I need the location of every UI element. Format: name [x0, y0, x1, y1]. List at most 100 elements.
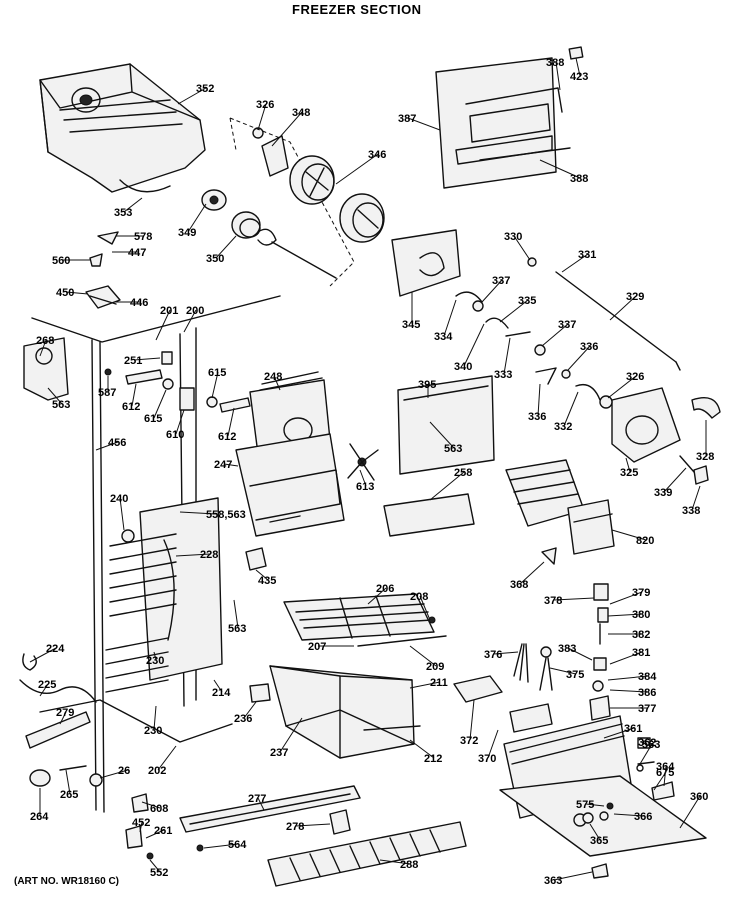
leader-line — [407, 117, 441, 131]
part-number-label: 564 — [228, 839, 247, 851]
part-number-label: 247 — [214, 459, 232, 471]
part-number-label: 240 — [110, 493, 128, 505]
leader-line — [257, 103, 267, 131]
part-number-label: 264 — [30, 811, 49, 823]
motor-bracket-detail — [419, 252, 445, 277]
leader-line — [589, 823, 601, 841]
leader-line — [227, 407, 235, 437]
part-number-label: 288 — [400, 859, 418, 871]
leader-line — [663, 467, 687, 493]
cover-panel-edge — [403, 385, 489, 401]
part-number-label: 228 — [200, 549, 218, 561]
part-number-label: 563 — [444, 443, 462, 455]
leader-line — [463, 323, 485, 367]
part-number-label: 435 — [258, 575, 276, 587]
leader-line — [513, 235, 531, 261]
part-number-label: 236 — [234, 713, 252, 725]
part-number-label: 366 — [634, 811, 652, 823]
part-number-label: 361 — [624, 723, 642, 735]
part-number-label: 368 — [510, 579, 528, 591]
part-number-label: 251 — [124, 355, 142, 367]
cover-panel-part — [397, 375, 495, 475]
part-number-label: 211 — [430, 677, 448, 689]
leader-line — [609, 591, 643, 605]
leader-line — [537, 383, 541, 417]
part-number-label: 326 — [626, 371, 644, 383]
part-number-label: 261 — [154, 825, 172, 837]
part-number-label: 375 — [566, 669, 584, 681]
part-number-label: 325 — [620, 467, 638, 479]
part-number-label: 384 — [638, 671, 657, 683]
ice-bucket-part — [39, 63, 206, 193]
leader-line — [223, 463, 239, 467]
clip-parts — [85, 231, 121, 309]
leader-line — [553, 871, 593, 881]
leader-line — [585, 803, 605, 807]
part-number-label: 820 — [636, 535, 654, 547]
part-number-label: 279 — [56, 707, 74, 719]
part-number-label: 613 — [356, 481, 374, 493]
part-number-label: 388 — [570, 173, 588, 185]
slide-rail-part — [179, 785, 361, 852]
leader-line — [409, 681, 441, 689]
leader-line — [519, 561, 545, 585]
leader-line — [153, 705, 157, 731]
part-number-label: 335 — [518, 295, 536, 307]
diagram-title: FREEZER SECTION — [292, 2, 422, 17]
leader-line — [503, 337, 511, 375]
part-number-label: 326 — [256, 99, 274, 111]
part-number-label: 563 — [642, 739, 660, 751]
bracket-363-part — [591, 863, 609, 879]
part-number-label: 372 — [460, 735, 478, 747]
part-number-label: 346 — [368, 149, 386, 161]
control-box-part — [499, 715, 707, 857]
leader-line — [563, 391, 579, 427]
part-number-label: 258 — [454, 467, 472, 479]
leader-line — [609, 689, 649, 693]
leader-line — [119, 497, 125, 531]
leader-line — [187, 203, 207, 233]
part-number-label: 615 — [208, 367, 226, 379]
part-number-label: 386 — [638, 687, 656, 699]
leader-line — [213, 679, 223, 693]
leader-line — [609, 295, 637, 321]
part-number-label: 350 — [206, 253, 224, 265]
leader-line — [409, 739, 435, 759]
part-number-label: 338 — [682, 505, 700, 517]
part-number-label: 388 — [546, 57, 564, 69]
part-number-label: 337 — [492, 275, 510, 287]
leader-line — [481, 279, 503, 303]
part-number-label: 224 — [46, 643, 65, 655]
part-number-label: 575 — [576, 799, 594, 811]
leader-line — [65, 291, 89, 295]
bracket-435-part — [245, 547, 267, 571]
part-number-label: 328 — [696, 451, 714, 463]
part-number-label: 208 — [410, 591, 428, 603]
leader-line — [39, 683, 49, 697]
dispenser-door-part — [435, 46, 584, 189]
part-number-labels: 3523263483463884233873883533493505784475… — [29, 57, 714, 887]
leader-line — [335, 153, 379, 185]
part-number-label: 352 — [196, 83, 214, 95]
part-number-label: 578 — [134, 231, 152, 243]
leader-line — [145, 829, 165, 839]
leader-line — [149, 859, 161, 873]
art-number: (ART NO. WR18160 C) — [14, 876, 119, 887]
part-number-label: 349 — [178, 227, 196, 239]
part-number-label: 560 — [52, 255, 70, 267]
dispenser-housing-part — [235, 371, 345, 537]
leader-line — [203, 843, 239, 849]
part-number-label: 360 — [690, 791, 708, 803]
leader-line — [255, 569, 269, 581]
leader-line — [567, 647, 593, 661]
part-number-label: 452 — [132, 817, 150, 829]
part-number-label: 612 — [218, 431, 236, 443]
leader-line — [607, 375, 637, 399]
part-number-label: 340 — [454, 361, 472, 373]
control-hardware-parts — [582, 802, 614, 824]
bracket-236-part — [249, 683, 271, 703]
part-number-label: 330 — [504, 231, 522, 243]
leader-line — [443, 299, 457, 337]
part-number-label: 248 — [264, 371, 282, 383]
leader-line — [279, 717, 303, 753]
